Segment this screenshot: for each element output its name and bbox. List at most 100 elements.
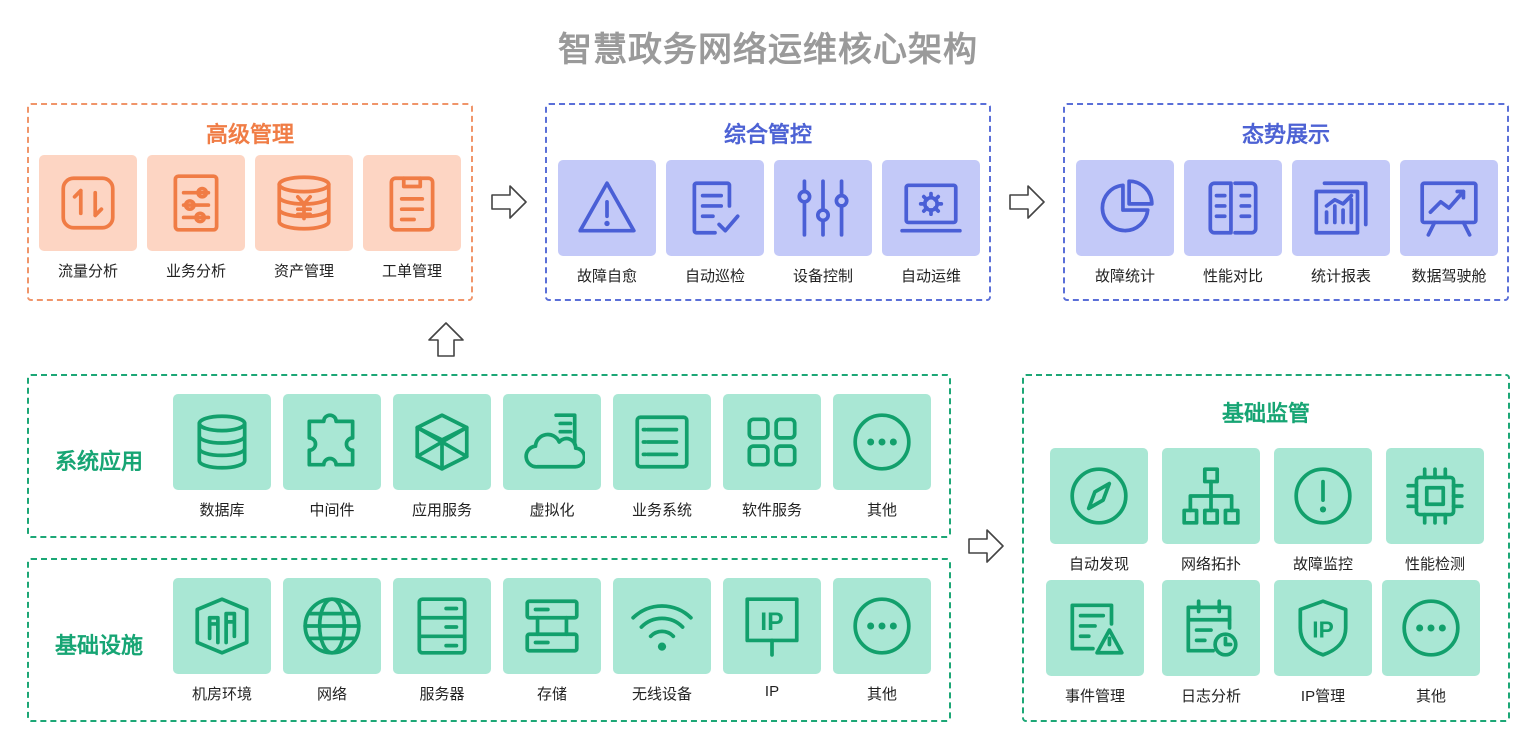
ip-sign-icon: IP: [723, 578, 821, 674]
item-label: 数据驾驶舱: [1411, 268, 1487, 285]
item-software-service: 软件服务: [723, 394, 821, 520]
item-work-order: 工单管理: [363, 155, 461, 281]
topology-icon: [1162, 448, 1260, 544]
item-label: 故障监控: [1292, 556, 1353, 573]
item-business-analysis: 业务分析: [147, 155, 245, 281]
item-label: 业务分析: [165, 263, 226, 280]
item-label: 资产管理: [273, 263, 334, 280]
item-label: 其他: [866, 502, 897, 519]
item-performance-compare: 性能对比: [1184, 160, 1282, 286]
item-log-analysis: 日志分析: [1162, 580, 1260, 706]
server-icon: [393, 578, 491, 674]
item-label: 服务器: [419, 686, 465, 703]
item-label: 统计报表: [1310, 268, 1371, 285]
item-label: 数据库: [199, 502, 245, 519]
panel-situation-display: 态势展示 故障统计 性能对比 统计报表 数据驾驶舱: [1063, 103, 1509, 301]
item-label: IP管理: [1300, 688, 1346, 705]
item-network: 网络: [283, 578, 381, 704]
item-label: 业务系统: [631, 502, 692, 519]
wifi-icon: [613, 578, 711, 674]
item-label: 故障自愈: [576, 268, 637, 285]
item-label: 性能对比: [1202, 268, 1263, 285]
item-event-management: 事件管理: [1046, 580, 1144, 706]
item-ip: IP IP: [723, 578, 821, 700]
item-systems-other: 其他: [833, 394, 931, 520]
item-asset-management: 资产管理: [255, 155, 353, 281]
building-icon: [173, 578, 271, 674]
item-auto-operation: 自动运维: [882, 160, 980, 286]
item-label: 机房环境: [191, 686, 252, 703]
item-label: 软件服务: [741, 502, 802, 519]
item-middleware: 中间件: [283, 394, 381, 520]
item-application-service: 应用服务: [393, 394, 491, 520]
puzzle-icon: [283, 394, 381, 490]
item-label: 自动运维: [900, 268, 961, 285]
item-label: IP: [764, 683, 780, 700]
more-icon: [1382, 580, 1480, 676]
panel-title: 综合管控: [723, 122, 812, 147]
ip-glyph: IP: [760, 609, 783, 636]
item-statistics-report: 统计报表: [1292, 160, 1390, 286]
compass-icon: [1050, 448, 1148, 544]
more-icon: [833, 394, 931, 490]
chip-icon: [1386, 448, 1484, 544]
assets-icon: [255, 155, 353, 251]
arrow-right-icon: [490, 184, 528, 225]
item-ip-management: IP IP管理: [1274, 580, 1372, 706]
diagram-title: 智慧政务网络运维核心架构: [558, 31, 978, 69]
item-label: 流量分析: [57, 263, 118, 280]
item-label: 设备控制: [792, 268, 853, 285]
item-database: 数据库: [173, 394, 271, 520]
item-label: 网络: [316, 686, 347, 703]
item-label: 事件管理: [1064, 688, 1125, 705]
item-label: 日志分析: [1180, 688, 1241, 705]
item-data-cockpit: 数据驾驶舱: [1400, 160, 1498, 286]
panel-advanced-management: 高级管理 流量分析 业务分析 资产管理 工单管理: [27, 103, 473, 301]
work-order-icon: [363, 155, 461, 251]
item-label: 中间件: [309, 502, 355, 519]
more-icon: [833, 578, 931, 674]
item-label: 工单管理: [381, 263, 442, 280]
panel-system-applications: 系统应用 数据库 中间件 应用服务 虚拟化 业务系统 软件服务: [27, 374, 951, 538]
item-label: 自动发现: [1068, 556, 1129, 573]
item-fault-self-healing: 故障自愈: [558, 160, 656, 286]
apps-grid-icon: [723, 394, 821, 490]
item-auto-inspection: 自动巡检: [666, 160, 764, 286]
alert-circle-icon: [1274, 448, 1372, 544]
dashboard-icon: [1400, 160, 1498, 256]
arrow-right-icon: [1008, 184, 1046, 225]
item-label: 存储: [536, 686, 567, 703]
compare-icon: [1184, 160, 1282, 256]
bar-report-icon: [1292, 160, 1390, 256]
ip-shield-icon: IP: [1274, 580, 1372, 676]
arrow-up-icon: [427, 320, 465, 363]
arrow-right-icon: [967, 528, 1005, 569]
business-analysis-icon: [147, 155, 245, 251]
item-server: 服务器: [393, 578, 491, 704]
inspection-icon: [666, 160, 764, 256]
panel-title: 高级管理: [205, 122, 294, 147]
item-label: 其他: [1415, 688, 1446, 705]
system-icon: [613, 394, 711, 490]
globe-icon: [283, 578, 381, 674]
sliders-icon: [774, 160, 872, 256]
item-label: 网络拓扑: [1180, 556, 1241, 573]
item-device-control: 设备控制: [774, 160, 872, 286]
item-monitoring-other: 其他: [1382, 580, 1480, 706]
item-network-topology: 网络拓扑: [1162, 448, 1260, 574]
item-label: 故障统计: [1094, 268, 1155, 285]
panel-title: 系统应用: [55, 449, 144, 474]
item-virtualization: 虚拟化: [503, 394, 601, 520]
item-label: 自动巡检: [684, 268, 745, 285]
item-label: 应用服务: [411, 502, 472, 519]
warning-icon: [558, 160, 656, 256]
item-label: 性能检测: [1404, 556, 1465, 573]
item-business-system: 业务系统: [613, 394, 711, 520]
panel-basic-monitoring: 基础监管 自动发现 网络拓扑 故障监控 性能检测 事件管理 日志分析: [1022, 374, 1510, 722]
item-fault-monitoring: 故障监控: [1274, 448, 1372, 574]
panel-title: 基础监管: [1221, 401, 1310, 426]
panel-infrastructure: 基础设施 机房环境 网络 服务器 存储 无线设备 IP IP: [27, 558, 951, 722]
panel-title: 基础设施: [55, 633, 144, 658]
item-fault-statistics: 故障统计: [1076, 160, 1174, 286]
item-infra-other: 其他: [833, 578, 931, 704]
